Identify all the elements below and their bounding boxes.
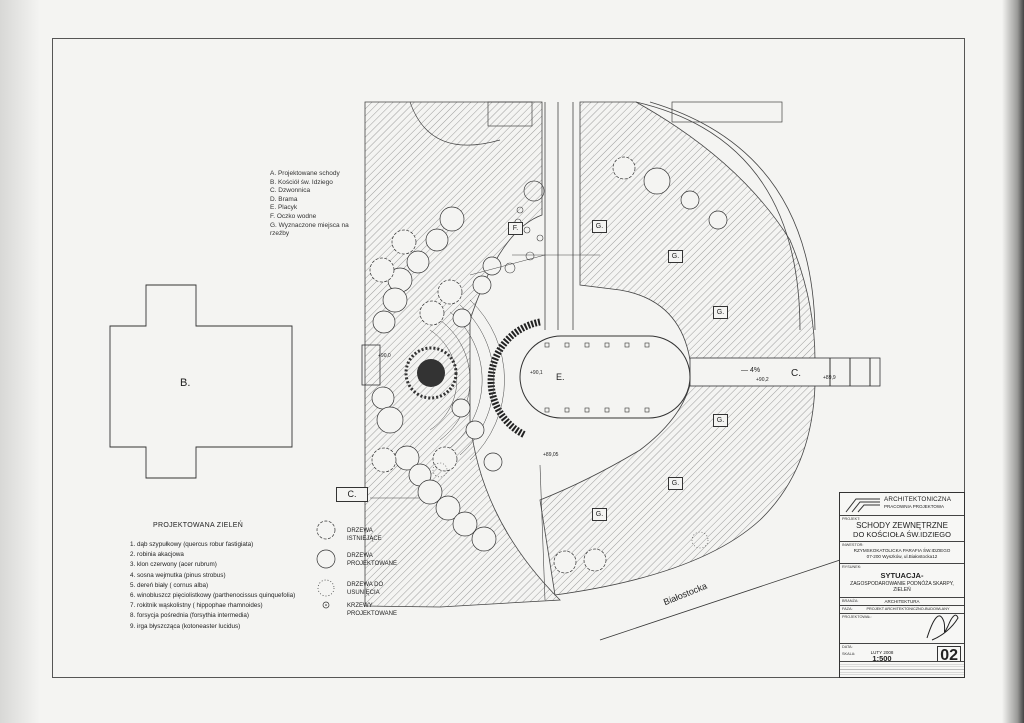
existing-tree-icon [316,520,336,540]
slope-label: — 4% [741,367,761,374]
legend-item: E. Placyk [270,204,298,212]
legend-list: A. Projektowane schody B. Kościół św. Id… [270,170,349,239]
signature-icon [926,614,959,641]
scan-shadow-left [0,0,40,723]
bell-tower-label: C. [791,368,801,379]
firm-subtitle: PRACOWNIA PROJEKTOWA [884,504,945,509]
elevation-label: +89,05 [543,452,559,458]
legend-item: A. Projektowane schody [270,170,340,177]
sculpture-spot-label: G. [592,508,607,521]
greenery-item: 1. dąb szypułkowy (quercus robur fastigi… [130,541,254,548]
symbol-projected-shrubs: KRZEWY PROJEKTOWANE [347,603,398,617]
removed-tree-icon [317,579,335,597]
greenery-item: 9. irga błyszcząca (kotoneaster lucidus) [130,622,241,630]
greenery-item: 8. forsycja pośrednia (forsythia interme… [130,612,249,620]
title-block: ARCHITEKTONICZNA PRACOWNIA PROJEKTOWA PR… [839,492,965,678]
greenery-title: PROJEKTOWANA ZIELEŃ [153,522,244,529]
firm-name: ARCHITEKTONICZNA [884,496,952,503]
plaza-label: E. [556,372,565,382]
sculpture-spot-label: G. [592,220,607,233]
project-row: PROJEKT: SCHODY ZEWNĘTRZNE DO KOŚCIOŁA Ś… [840,515,964,541]
projected-tree-icon [316,549,336,569]
branch-row: BRANŻA: ARCHITEKTURA [840,597,964,605]
sculpture-spot-label: G. [713,306,728,319]
sculpture-spot-label: G. [668,477,683,490]
greenery-item: 7. rokitnik wąskolistny ( hippophae rham… [130,602,263,610]
slope-right [579,101,816,361]
tower-box-label: C. [336,487,368,502]
greenery-item: 2. robinia akacjowa [130,551,184,559]
sculpture-spot-label: G. [713,414,728,427]
drawing-row: RYSUNEK: SYTUACJA- ZAGOSPODAROWANIE PODN… [840,563,964,597]
drawing-frame [52,38,965,678]
elevation-label: +90,2 [756,377,769,383]
legend-item: C. Dzwonnica [270,187,311,195]
phase-row: FAZA: PROJEKT ARCHITEKTONICZNO-BUDOWLANY [840,605,964,613]
shrub-icon [322,601,330,609]
elevation-label: +90,0 [378,353,391,359]
elevation-label: +89,9 [823,375,836,381]
symbol-existing-trees: DRZEWA ISTNIEJĄCE [347,528,382,542]
symbol-removed-trees: DRZEWA DO USUNIĘCIA [347,582,384,596]
legend-item: B. Kościół św. Idziego [270,178,333,186]
sculpture-spot-label: G. [668,250,683,263]
symbol-projected-trees: DRZEWA PROJEKTOWANE [347,553,398,567]
legend-item: G. Wyznaczone miejsca na [270,221,349,229]
designer-row: PROJEKTOWAŁ: [840,613,964,643]
existing-trees [369,156,636,574]
fine-print-row [840,661,964,677]
greenery-item: 5. dereń biały ( cornus alba) [130,581,209,589]
greenery-item: 6. winobluszcz pięciolistkowy (parthenoc… [130,591,296,599]
church-label: B. [180,377,191,389]
legend-item: F. Oczko wodne [270,212,317,220]
plaza-bollards [544,342,650,413]
scan-shadow-right [1002,0,1024,723]
projected-trees [371,167,728,552]
pond-label: F. [508,222,523,235]
investor-row: INWESTOR: RZYMSKOKATOLICKA PARAFIA ŚW.ID… [840,541,964,563]
firm-logo-icon [845,498,880,513]
greenery-item: 3. klon czerwony (acer rubrum) [130,561,217,569]
greenery-list: 1. dąb szypułkowy (quercus robur fastigi… [130,540,295,632]
date-row: DATA: LUTY 2008 SKALA: 1:500 02 [840,643,964,666]
greenery-item: 4. sosna wejmutka (pinus strobus) [130,571,226,579]
elevation-label: +90,1 [530,370,543,376]
church-outline [109,284,293,479]
slope-right-lower [539,384,816,596]
legend-item: rzeźby [270,230,290,238]
legend-item: D. Brama [270,195,298,203]
